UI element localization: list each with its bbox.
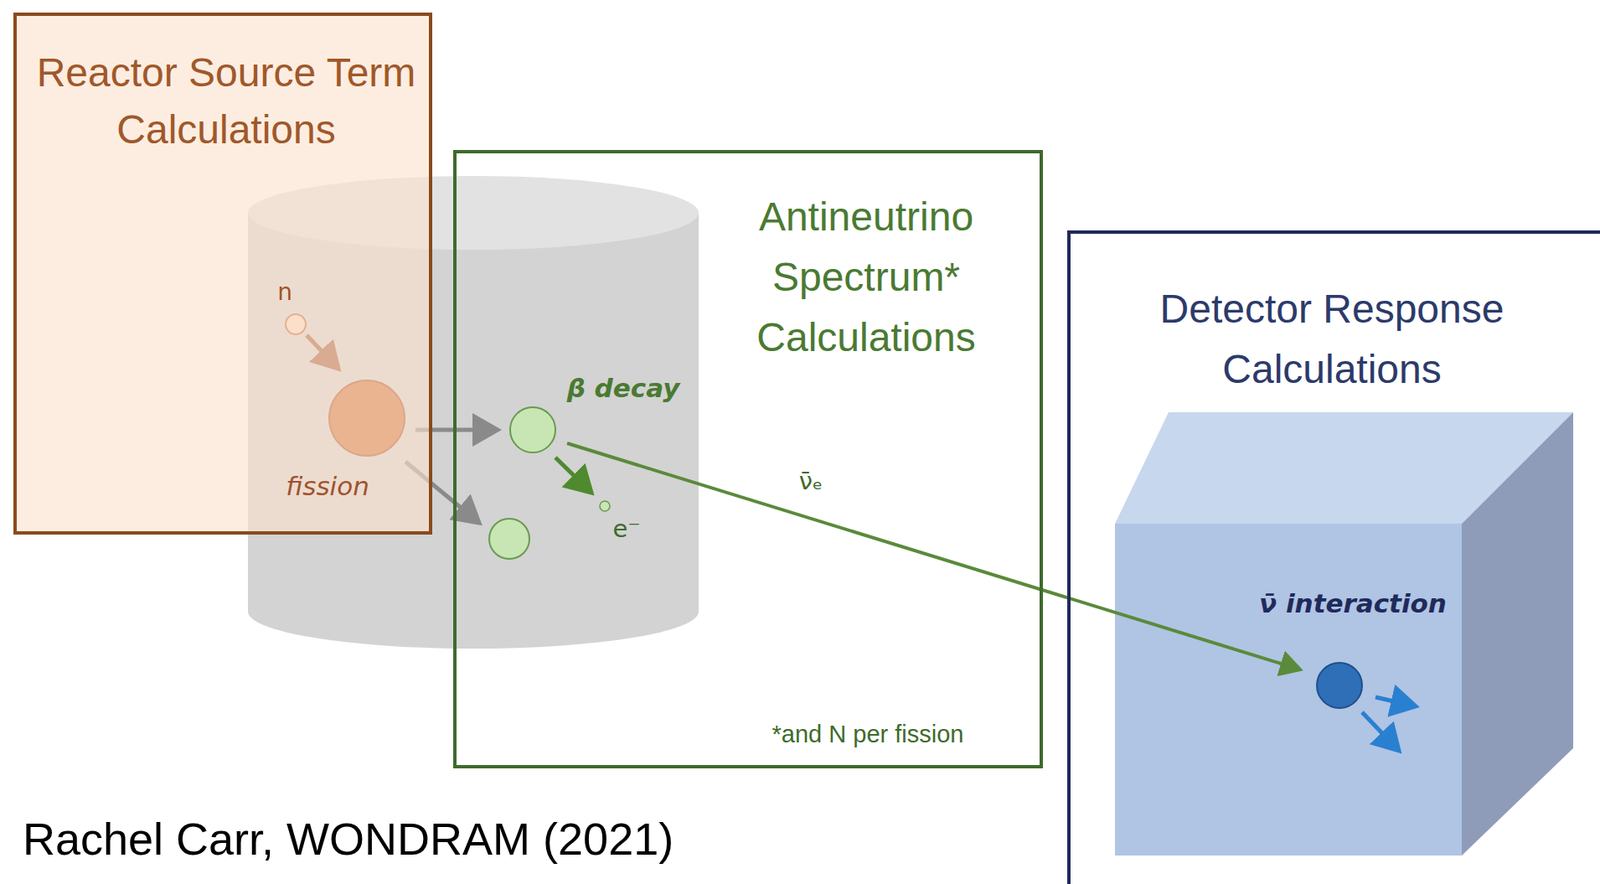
particle-label: ν̄ interaction <box>1259 588 1447 619</box>
particle-label: n <box>277 278 293 306</box>
box-title: Antineutrino Spectrum* Calculations <box>723 186 1009 368</box>
interaction-point <box>1316 662 1363 708</box>
footnote: *and N per fission <box>717 719 1019 749</box>
particle-label: β decay <box>567 372 681 403</box>
particle-label: fission <box>285 470 370 501</box>
electron-arrow <box>555 457 592 493</box>
calculation-box: Antineutrino Spectrum* Calculations *and … <box>453 149 1043 769</box>
antineutrino-path <box>567 443 1301 670</box>
particle-label: e⁻ <box>612 514 640 543</box>
box-title: Detector Response Calculations <box>1130 278 1533 400</box>
fission-fragment <box>489 518 530 559</box>
electron <box>599 500 610 511</box>
product-arrow <box>1375 696 1416 707</box>
product-arrow <box>1362 712 1399 751</box>
box-title: Reactor Source Term Calculations <box>29 44 424 159</box>
credit-caption: Rachel Carr, WONDRAM (2021) <box>22 812 674 865</box>
calculation-box: Detector Response Calculations <box>1067 230 1600 884</box>
particle-label: ν̄ₑ <box>799 466 823 496</box>
fission-fragment <box>510 407 556 453</box>
calculation-box: Reactor Source Term Calculations <box>13 12 433 535</box>
